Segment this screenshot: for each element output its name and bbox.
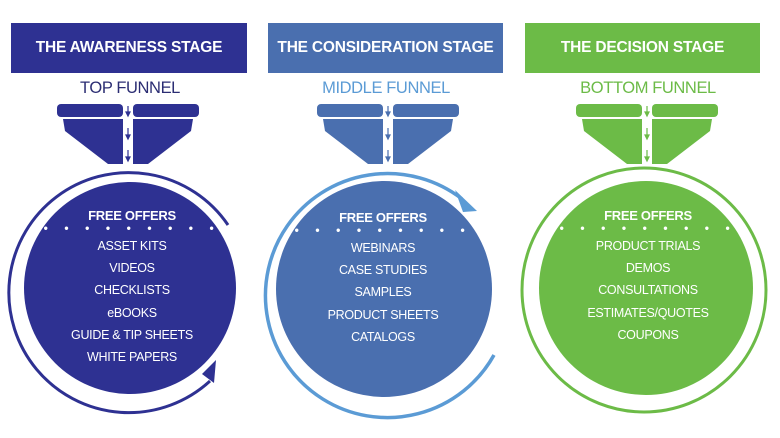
funnel-icon — [57, 104, 199, 164]
stage-graphic — [520, 104, 768, 414]
funnel-label: MIDDLE FUNNEL — [322, 79, 450, 97]
offer-circle — [539, 181, 753, 395]
offer-item: eBOOKS — [107, 305, 157, 320]
offers-title: FREE OFFERS — [339, 210, 427, 225]
offer-item: CONSULTATIONS — [598, 283, 698, 298]
funnel-label: TOP FUNNEL — [80, 79, 180, 97]
offer-item: CATALOGS — [351, 329, 415, 344]
offer-item: PRODUCT TRIALS — [595, 239, 701, 253]
outer-ring — [520, 166, 768, 414]
offer-item: ESTIMATES/QUOTES — [587, 305, 709, 320]
offer-item: SAMPLES — [354, 285, 412, 300]
offers-title: FREE OFFERS — [88, 208, 176, 223]
offer-item: GUIDE & TIP SHEETS — [71, 327, 193, 342]
stage-header-text: THE AWARENESS STAGE — [35, 39, 223, 56]
funnel-icon — [576, 104, 718, 164]
dots-divider: • • • • • • • • • — [559, 221, 737, 235]
cycle-arrow-icon — [7, 171, 230, 415]
down-arrow-icon — [125, 106, 131, 163]
offer-item: VIDEOS — [109, 261, 155, 276]
offer-item: PRODUCT SHEETS — [327, 307, 439, 322]
down-arrow-icon — [385, 106, 391, 163]
stage-header: THE CONSIDERATION STAGE — [268, 23, 503, 73]
stage-header: THE DECISION STAGE — [525, 23, 760, 73]
stage-graphic — [7, 104, 236, 415]
stage-decision: THE DECISION STAGE BOTTOM FUNNEL FREE OF… — [516, 0, 776, 438]
offer-item: WHITE PAPERS — [87, 349, 177, 364]
offer-circle — [276, 181, 492, 397]
offers-list: FREE OFFERS • • • • • • • • • WEBINARS C… — [253, 209, 513, 348]
stage-header: THE AWARENESS STAGE — [11, 23, 247, 73]
cycle-arrow-icon — [263, 171, 496, 420]
funnel-icon — [317, 104, 459, 164]
down-arrow-icon — [644, 106, 650, 163]
stage-graphic — [263, 104, 496, 420]
dots-divider: • • • • • • • • • — [43, 221, 221, 235]
offer-item: CHECKLISTS — [94, 283, 170, 298]
stage-consideration: THE CONSIDERATION STAGE MIDDLE FUNNEL FR… — [256, 0, 516, 438]
offer-circle — [24, 182, 236, 394]
offers-list: FREE OFFERS • • • • • • • • • PRODUCT TR… — [518, 207, 778, 346]
stage-awareness: THE AWARENESS STAGE TOP FUNNEL FREE OFFE… — [0, 0, 260, 438]
offer-item: DEMOS — [625, 261, 671, 276]
offer-item: CASE STUDIES — [338, 263, 428, 278]
offer-item: WEBINARS — [350, 241, 416, 255]
dots-divider: • • • • • • • • • — [294, 223, 472, 237]
stage-header-text: THE CONSIDERATION STAGE — [277, 39, 494, 56]
offers-list: FREE OFFERS • • • • • • • • • ASSET KITS… — [2, 207, 262, 368]
offer-item: ASSET KITS — [97, 239, 167, 253]
offer-item: COUPONS — [617, 327, 679, 342]
funnel-label: BOTTOM FUNNEL — [580, 79, 716, 97]
stage-header-text: THE DECISION STAGE — [560, 39, 725, 56]
offers-title: FREE OFFERS — [604, 208, 692, 223]
